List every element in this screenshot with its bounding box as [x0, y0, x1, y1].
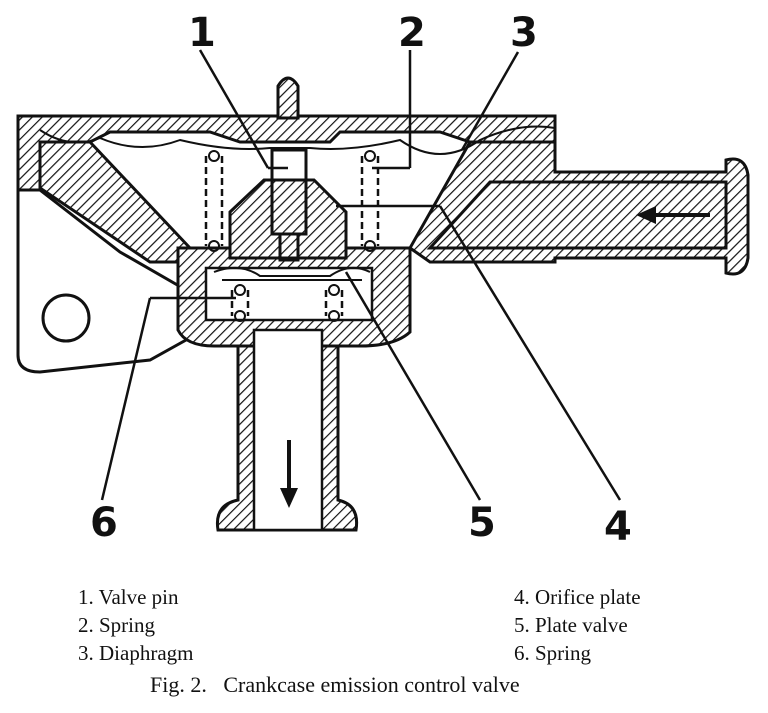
callout-4: 4: [604, 504, 632, 550]
callout-5: 5: [468, 500, 496, 546]
housing-left-wall: [38, 140, 193, 264]
legend-item-1: 1. Valve pin: [78, 585, 179, 609]
mounting-hole: [41, 293, 91, 343]
diaphragm: [39, 125, 556, 155]
lower-spring: [230, 284, 344, 322]
flow-arrow-outlet: [636, 206, 710, 224]
outlet-tube: [426, 180, 728, 250]
legend-item-4: 4. Orifice plate: [514, 585, 641, 609]
callout-6: 6: [90, 500, 118, 546]
legend-item-2: 2. Spring: [78, 613, 156, 637]
legend: 1. Valve pin 2. Spring 3. Diaphragm 4. O…: [78, 585, 641, 665]
legend-item-6: 6. Spring: [514, 641, 592, 665]
orifice-block: [228, 178, 348, 260]
leader-lines: [100, 49, 622, 501]
callout-2: 2: [398, 10, 426, 56]
mounting-bracket: [16, 116, 188, 374]
figure-caption: Fig. 2. Crankcase emission control valve: [150, 672, 520, 697]
valve-pin: [270, 76, 308, 262]
plate-valve: [213, 266, 371, 281]
callout-1: 1: [188, 10, 216, 56]
valve-housing: [16, 114, 750, 532]
housing-right-wall: [408, 140, 750, 276]
flow-arrow-inlet: [280, 440, 298, 508]
upper-spring: [204, 150, 380, 252]
legend-item-3: 3. Diaphragm: [78, 641, 193, 665]
legend-item-5: 5. Plate valve: [514, 613, 628, 637]
callout-3: 3: [510, 10, 538, 56]
